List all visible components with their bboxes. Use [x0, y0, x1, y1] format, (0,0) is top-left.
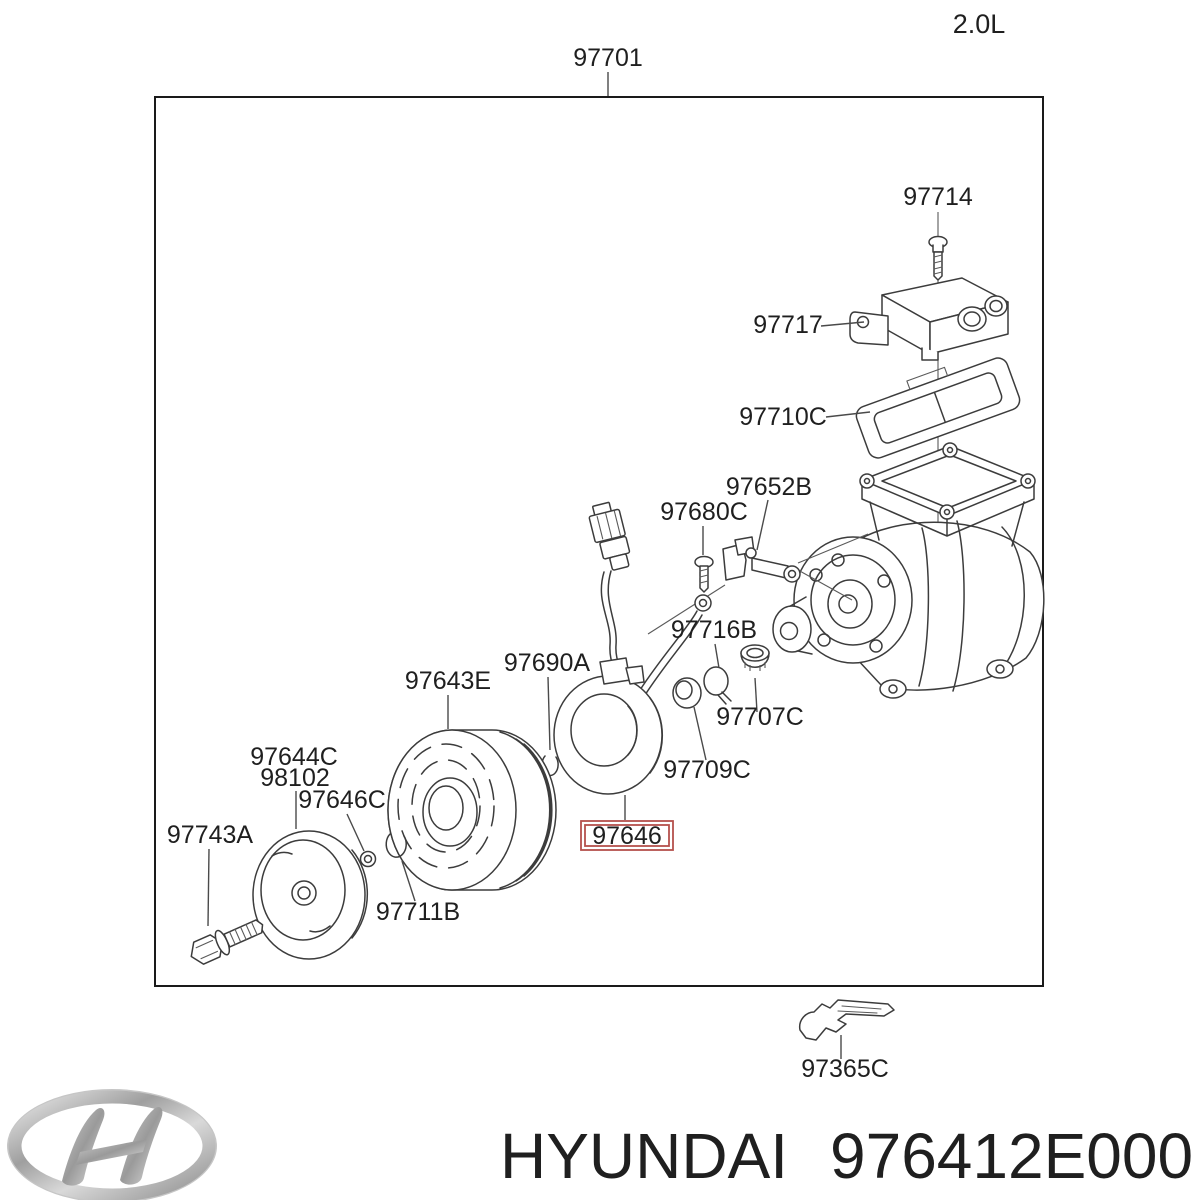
leader-line: [714, 643, 720, 669]
part-label-97652B: 97652B: [726, 473, 812, 501]
part-label-97711B: 97711B: [376, 898, 460, 926]
assembly-box: [154, 96, 1044, 987]
part-drawing-bracket-97365C: [798, 999, 895, 1041]
part-drawing-snapring-97711B: [385, 833, 407, 858]
leader-line: [547, 676, 551, 751]
part-drawing-cap-97707C: [740, 644, 770, 671]
part-drawing-nut-97646C: [359, 850, 377, 868]
part-label-97707C: 97707C: [716, 703, 804, 731]
part-label-97743A: 97743A: [167, 821, 254, 849]
part-label-97716B: 97716B: [671, 616, 757, 644]
leader-line: [820, 321, 865, 327]
part-drawing-bracket-97652B: [647, 533, 869, 635]
footer-brand: HYUNDAI: [500, 1120, 788, 1192]
part-label-97646C: 97646C: [298, 786, 386, 814]
part-label-98102: 98102: [260, 764, 330, 792]
part-drawing-seal-97709C: [672, 677, 702, 709]
part-drawing-coil-97646: [553, 657, 663, 795]
part-label-97714: 97714: [903, 183, 973, 211]
part-label-97710C: 97710C: [739, 403, 827, 431]
highlighted-part-callout: 97646: [580, 820, 674, 851]
part-label-97365C: 97365C: [801, 1055, 889, 1083]
leader-line: [825, 411, 871, 418]
part-drawing-hub-97644C: [252, 830, 369, 960]
part-label-97646: 97646: [592, 822, 662, 850]
leader-line: [346, 813, 365, 852]
leader-line: [754, 677, 758, 713]
part-label-97690A: 97690A: [504, 649, 591, 677]
assembly-label: 97701: [573, 44, 643, 72]
leader-line: [756, 499, 769, 551]
part-drawing-bolt-97743A: [190, 919, 264, 965]
part-label-97680C: 97680C: [660, 498, 748, 526]
leader-line: [207, 848, 210, 927]
engine-variant-label: 2.0L: [953, 9, 1006, 39]
leader-line: [693, 706, 707, 761]
footer-part-number: 976412E000: [830, 1120, 1193, 1192]
hyundai-logo: [7, 1089, 217, 1200]
part-label-97709C: 97709C: [663, 756, 751, 784]
part-drawing-gasket-97710C: [855, 357, 1021, 459]
part-drawing-bolt-97714: [928, 235, 948, 281]
part-drawing-screw-97680C: [694, 555, 714, 612]
part-drawing-cover-97717: [849, 277, 1009, 361]
leader-line: [401, 860, 416, 902]
part-drawing-compressor: [772, 442, 1045, 699]
part-label-97643E: 97643E: [405, 667, 491, 695]
part-label-97717: 97717: [753, 311, 823, 339]
part-drawing-clamp-97716B: [703, 666, 732, 705]
part-label-97644C: 97644C: [250, 743, 338, 771]
part-drawing-pulley-97643E: [387, 729, 557, 891]
